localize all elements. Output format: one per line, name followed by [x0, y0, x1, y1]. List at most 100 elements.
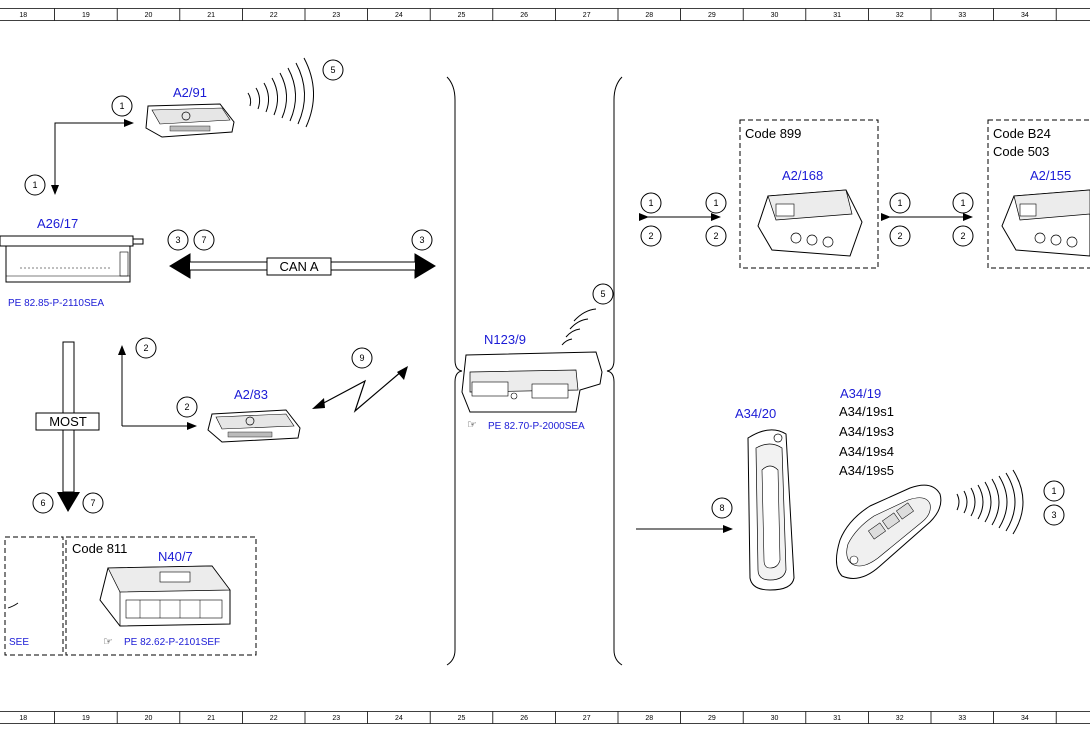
n123-9-label: N123/9	[484, 332, 526, 347]
a2-168-label: A2/168	[782, 168, 823, 183]
ruler-number: 22	[270, 12, 278, 19]
code-503-label: Code 503	[993, 144, 1049, 159]
ruler-number: 30	[771, 715, 779, 722]
ruler-number: 25	[458, 715, 466, 722]
a34-19-key-fob	[836, 484, 942, 579]
callout-1: 1	[32, 180, 37, 190]
can-a-label: CAN A	[279, 259, 318, 274]
ruler-number: 18	[19, 12, 27, 19]
callout-1: 1	[960, 198, 965, 208]
callout-2: 2	[713, 231, 718, 241]
ruler-number: 33	[958, 12, 966, 19]
ruler-number: 18	[19, 715, 27, 722]
ruler-number: 19	[82, 12, 90, 19]
code-b24-label: Code B24	[993, 126, 1051, 141]
ruler-number: 28	[645, 12, 653, 19]
reference-n40-7: PE 82.62-P-2101SEF	[124, 637, 220, 648]
hand-pointer-icon: ☞	[467, 419, 477, 431]
most-bus	[35, 341, 100, 512]
ruler-number: 31	[833, 12, 841, 19]
ruler-number: 32	[896, 715, 904, 722]
callout-5: 5	[330, 65, 335, 75]
callout-2: 2	[648, 231, 653, 241]
can-a-bus	[169, 253, 436, 279]
callout-2: 2	[143, 343, 148, 353]
callout-1: 1	[897, 198, 902, 208]
ruler-number: 24	[395, 12, 403, 19]
n40-7-unit	[99, 565, 231, 627]
ruler-number: 31	[833, 715, 841, 722]
code-b24-box	[987, 119, 1090, 269]
a34-20-ignition-slot	[747, 429, 795, 591]
a34-19s1-label: A34/19s1	[839, 404, 894, 419]
radio-wave-icon	[247, 57, 315, 128]
callout-2: 2	[184, 402, 189, 412]
most-label: MOST	[49, 414, 87, 429]
callout-1: 1	[713, 198, 718, 208]
ruler-number: 20	[145, 12, 153, 19]
a34-19s3-label: A34/19s3	[839, 424, 894, 439]
callout-1: 1	[648, 198, 653, 208]
callout-1: 1	[1051, 486, 1056, 496]
code-899-label: Code 899	[745, 126, 801, 141]
a34-20-label: A34/20	[735, 406, 776, 421]
ruler-number: 24	[395, 715, 403, 722]
ruler-number: 29	[708, 715, 716, 722]
ruler-number: 19	[82, 715, 90, 722]
ruler-number: 26	[520, 715, 528, 722]
a26-17-label: A26/17	[37, 216, 78, 231]
ruler-number: 32	[896, 12, 904, 19]
ruler-number: 25	[458, 12, 466, 19]
a26-17-unit	[0, 235, 144, 283]
ruler-number: 21	[207, 12, 215, 19]
ruler-number: 20	[145, 715, 153, 722]
a2-155-label: A2/155	[1030, 168, 1071, 183]
ruler-number: 33	[958, 715, 966, 722]
a34-19-label: A34/19	[840, 386, 881, 401]
n123-9-unit	[461, 351, 603, 413]
a2-155-module	[1001, 189, 1090, 257]
callout-7: 7	[201, 235, 206, 245]
ruler-number: 27	[583, 715, 591, 722]
reference-partial: SEE	[9, 637, 29, 648]
brace-right	[606, 76, 623, 666]
callout-2: 2	[960, 231, 965, 241]
a2-168-module	[757, 189, 863, 257]
callout-5: 5	[600, 289, 605, 299]
a2-83-label: A2/83	[234, 387, 268, 402]
ruler-number: 21	[207, 715, 215, 722]
a2-83-module	[207, 409, 301, 443]
n40-7-label: N40/7	[158, 549, 193, 564]
callout-7: 7	[90, 498, 95, 508]
dashed-box-partial	[4, 536, 64, 656]
code-811-label: Code 811	[72, 541, 127, 556]
reference-a26-17: PE 82.85-P-2110SEA	[8, 298, 104, 309]
a2-91-module	[145, 103, 235, 138]
callout-2: 2	[897, 231, 902, 241]
ruler-number: 27	[583, 12, 591, 19]
callout-3: 3	[419, 235, 424, 245]
callout-3: 3	[175, 235, 180, 245]
radio-wave-icon	[956, 469, 1024, 535]
callout-6: 6	[40, 498, 45, 508]
ruler-number: 34	[1021, 715, 1029, 722]
a34-19s5-label: A34/19s5	[839, 463, 894, 478]
ruler-number: 34	[1021, 12, 1029, 19]
a34-19s4-label: A34/19s4	[839, 444, 894, 459]
reference-n123-9: PE 82.70-P-2000SEA	[488, 421, 585, 432]
a2-91-label: A2/91	[173, 85, 207, 100]
ruler-number: 23	[332, 715, 340, 722]
callout-1: 1	[119, 101, 124, 111]
radio-link-icon	[312, 366, 408, 413]
brace-left	[446, 76, 463, 666]
ruler-number: 29	[708, 12, 716, 19]
callout-8: 8	[719, 503, 724, 513]
ruler-number: 30	[771, 12, 779, 19]
callout-3: 3	[1051, 510, 1056, 520]
callout-9: 9	[359, 353, 364, 363]
hand-pointer-icon: ☞	[103, 636, 113, 648]
code-899-box	[739, 119, 879, 269]
